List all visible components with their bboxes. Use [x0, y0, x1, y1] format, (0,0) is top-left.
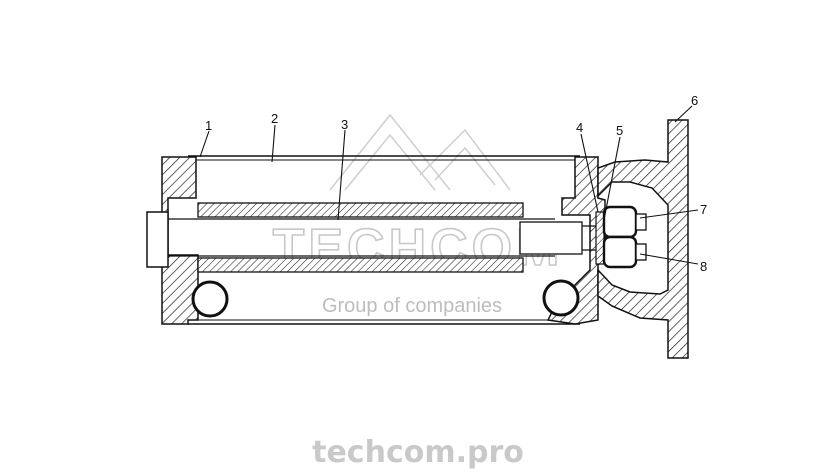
footer-site: techcom.pro: [312, 435, 524, 470]
callout-8: 8: [700, 259, 707, 274]
watermark-logo-icon: [329, 113, 511, 191]
shaft-stub: [146, 211, 169, 268]
o-ring-right: [542, 279, 580, 317]
nut-assembly: [602, 205, 647, 269]
leader-lines: [199, 105, 699, 265]
callout-3: 3: [341, 117, 348, 132]
right-bulkhead: [546, 156, 606, 325]
piston-rod: [168, 218, 600, 257]
callout-5: 5: [616, 123, 623, 138]
callout-2: 2: [271, 111, 278, 126]
callout-7: 7: [700, 202, 707, 217]
inner-tube: [197, 202, 555, 273]
left-end-cap: [161, 156, 199, 325]
washer: [595, 211, 605, 265]
callout-6: 6: [691, 93, 698, 108]
o-ring-left: [191, 280, 229, 318]
callout-4: 4: [576, 120, 583, 135]
callout-1: 1: [205, 118, 212, 133]
watermark-tagline: Group of companies: [322, 295, 502, 317]
mounting-flange: [597, 119, 689, 359]
callout-labels: 1 2 3 4 5 6 7 8: [205, 93, 707, 274]
outer-barrel: [188, 155, 580, 325]
